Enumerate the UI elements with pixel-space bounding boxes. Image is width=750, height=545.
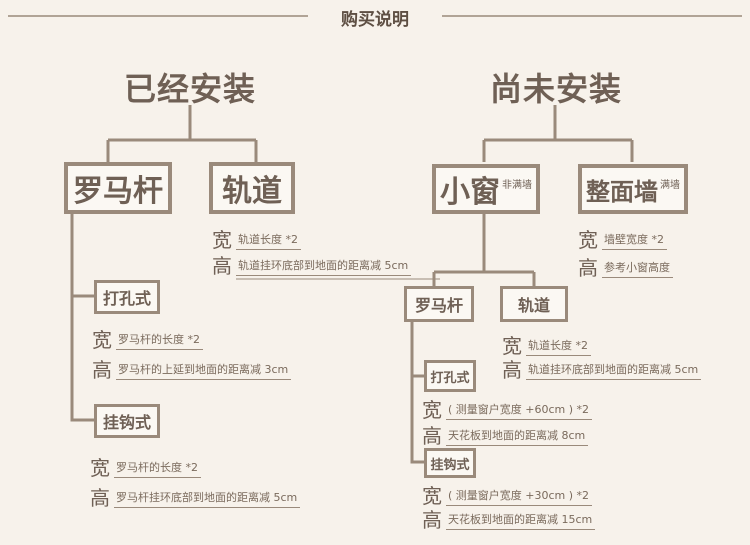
small-window-tag: 非满墙 [502, 180, 532, 191]
small-window-drilled-box: 打孔式 [424, 360, 476, 392]
small-window-track-width: 宽 轨道长度 *2 [502, 334, 591, 358]
installed-title: 已经安装 [124, 70, 257, 108]
full-wall-box: 整面墙 满墙 [578, 164, 688, 214]
page-title: 购买说明 [341, 10, 409, 30]
small-window-hanging-height: 高 天花板到地面的距离减 15cm [422, 508, 596, 532]
small-window-drilled-label: 打孔式 [430, 370, 470, 386]
small-window-drilled-width: 宽 ( 测量窗户宽度 +60cm ) *2 [422, 398, 593, 422]
small-window-track-height: 高 轨道挂环底部到地面的距离减 5cm [502, 358, 702, 382]
small-window-rod-label: 罗马杆 [414, 296, 463, 315]
small-window-rod-box: 罗马杆 [404, 286, 474, 322]
small-window-track-box: 轨道 [500, 286, 568, 322]
installed-drilled-label: 打孔式 [102, 289, 151, 308]
full-wall-tag: 满墙 [660, 180, 680, 191]
installed-rod-box: 罗马杆 [64, 162, 172, 214]
installed-track-box: 轨道 [209, 162, 295, 214]
installed-track-width: 宽 轨道长度 *2 [212, 228, 301, 252]
small-window-hanging-width: 宽 ( 测量窗户宽度 +30cm ) *2 [422, 484, 593, 508]
small-window-drilled-height: 高 天花板到地面的距离减 8cm [422, 424, 589, 448]
full-wall-height: 高 参考小窗高度 [578, 256, 673, 280]
installed-track-height: 高 轨道挂环底部到地面的距离减 5cm [212, 254, 412, 278]
full-wall-label: 整面墙 [586, 177, 658, 206]
installed-hanging-width: 宽 罗马杆的长度 *2 [90, 456, 201, 480]
small-window-box: 小窗 非满墙 [432, 164, 540, 214]
installed-rod-label: 罗马杆 [73, 174, 163, 209]
full-wall-width: 宽 墙壁宽度 *2 [578, 228, 667, 252]
installed-drilled-box: 打孔式 [94, 280, 160, 314]
installed-drilled-width: 宽 罗马杆的长度 *2 [92, 328, 203, 352]
small-window-hanging-label: 挂钩式 [430, 457, 470, 473]
small-window-hanging-box: 挂钩式 [424, 448, 476, 478]
small-window-label: 小窗 [440, 175, 500, 210]
installed-hanging-label: 挂钩式 [102, 413, 151, 432]
installed-hanging-height: 高 罗马杆挂环底部到地面的距离减 5cm [90, 486, 301, 510]
installed-drilled-height: 高 罗马杆的上延到地面的距离减 3cm [92, 358, 292, 382]
installed-hanging-box: 挂钩式 [94, 404, 160, 438]
installed-track-label: 轨道 [222, 174, 282, 209]
small-window-track-label: 轨道 [517, 296, 550, 315]
not-installed-title: 尚未安装 [490, 70, 623, 108]
